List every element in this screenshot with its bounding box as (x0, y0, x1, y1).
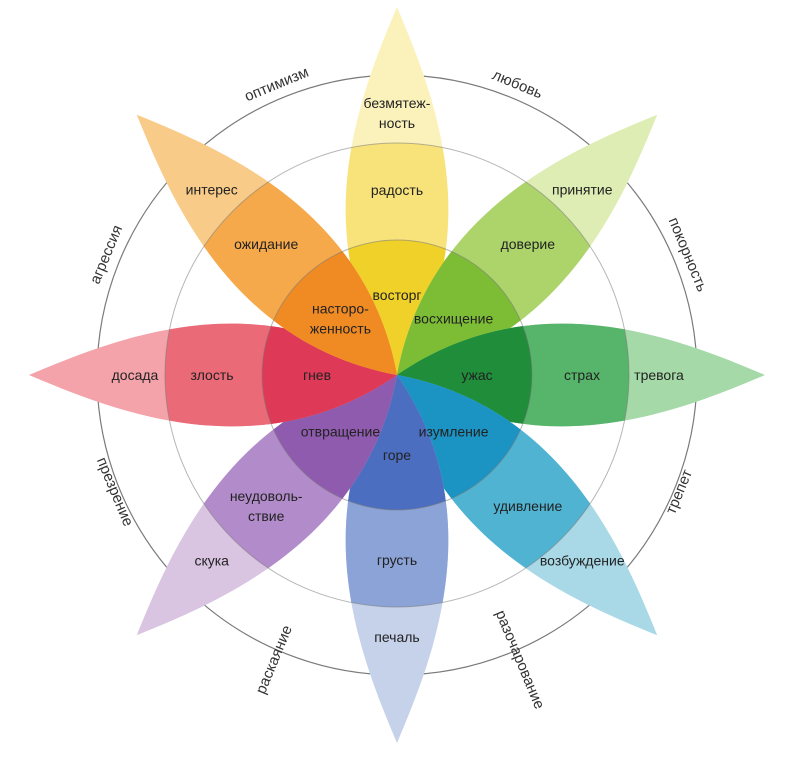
petal-surprise (397, 375, 658, 636)
disgust-label-middle: неудоволь-ствие (230, 488, 303, 524)
dyad-label-disapproval: разочарование (492, 608, 548, 712)
surprise-band-outer (397, 375, 658, 636)
joy-label-outer: безмятеж-ность (364, 95, 431, 131)
trust-label-middle: доверие (501, 236, 556, 252)
surprise-label-outer: возбуждение (540, 552, 625, 568)
dyad-label-love: любовь (490, 66, 545, 102)
middle-ring (164, 142, 630, 608)
anticipation-label-line: женность (310, 320, 371, 336)
surprise-label-line: возбуждение (540, 552, 625, 568)
anticipation-band-outer (136, 114, 397, 376)
fear-label-line: тревога (634, 367, 684, 383)
trust-label-outer: принятие (552, 182, 613, 198)
petal-disgust (136, 375, 397, 636)
surprise-label-inner: изумление (419, 424, 489, 440)
anticipation-label-line: ожидание (234, 236, 298, 252)
dyad-label-optimism: оптимизм (242, 64, 311, 106)
fear-label-middle: страх (564, 367, 600, 383)
anticipation-label-middle: ожидание (234, 236, 298, 252)
joy-label-line: восторг (373, 287, 422, 303)
disgust-band-outer (136, 375, 397, 636)
anger-label-middle: злость (190, 367, 233, 383)
petal-labels-layer: восторг радость безмятеж-ность восхищение до… (112, 95, 684, 645)
anger-label-inner: гнев (303, 367, 331, 383)
trust-label-line: восхищение (414, 310, 494, 326)
fear-label-line: ужас (461, 367, 492, 383)
anger-label-line: досада (112, 367, 159, 383)
disgust-label-inner: отвращение (301, 424, 381, 440)
surprise-band-middle (397, 375, 629, 607)
disgust-label-line: скука (194, 552, 229, 568)
trust-label-inner: восхищение (414, 310, 494, 326)
disgust-band-inner (262, 375, 397, 510)
sadness-label-line: горе (383, 447, 411, 463)
dyad-label-contempt: презрение (93, 455, 137, 529)
sadness-label-outer: печаль (374, 629, 419, 645)
anticipation-band-inner (262, 240, 397, 376)
petal-trust (397, 114, 658, 376)
joy-label-middle: радость (371, 182, 423, 198)
fear-label-outer: тревога (634, 367, 684, 383)
disgust-band-middle (165, 375, 397, 607)
anger-label-line: гнев (303, 367, 331, 383)
joy-label-line: радость (371, 182, 423, 198)
surprise-label-line: изумление (419, 424, 489, 440)
joy-label-line: ность (379, 115, 415, 131)
surprise-label-line: удивление (493, 498, 562, 514)
disgust-label-line: неудоволь- (230, 488, 303, 504)
petal-anticipation (136, 114, 397, 376)
sadness-label-line: печаль (374, 629, 419, 645)
dyad-label-awe: трепет (663, 467, 697, 517)
dyad-label-remorse: раскаяние (252, 623, 295, 697)
sadness-label-line: грусть (377, 552, 417, 568)
disgust-label-outer: скука (194, 552, 229, 568)
fear-label-inner: ужас (461, 367, 492, 383)
trust-band-inner (397, 240, 532, 376)
anticipation-label-line: насторо- (312, 300, 369, 316)
anticipation-label-inner: насторо-женность (310, 300, 371, 336)
joy-label-line: безмятеж- (364, 95, 431, 111)
disgust-label-line: ствие (248, 508, 285, 524)
sadness-label-inner: горе (383, 447, 411, 463)
anticipation-label-line: интерес (186, 182, 238, 198)
disgust-label-line: отвращение (301, 424, 381, 440)
inner-ring (261, 239, 533, 511)
surprise-label-middle: удивление (493, 498, 562, 514)
anticipation-band-middle (165, 143, 397, 376)
sadness-label-middle: грусть (377, 552, 417, 568)
surprise-band-inner (397, 375, 532, 510)
trust-label-line: доверие (501, 236, 556, 252)
trust-band-middle (397, 143, 629, 376)
fear-label-line: страх (564, 367, 600, 383)
anger-label-line: злость (190, 367, 233, 383)
dyad-label-aggressiveness: агрессия (87, 223, 126, 287)
trust-label-line: принятие (552, 182, 613, 198)
anger-label-outer: досада (112, 367, 159, 383)
petals-layer (29, 7, 765, 743)
anticipation-label-outer: интерес (186, 182, 238, 198)
trust-band-outer (397, 114, 658, 376)
joy-label-inner: восторг (373, 287, 422, 303)
